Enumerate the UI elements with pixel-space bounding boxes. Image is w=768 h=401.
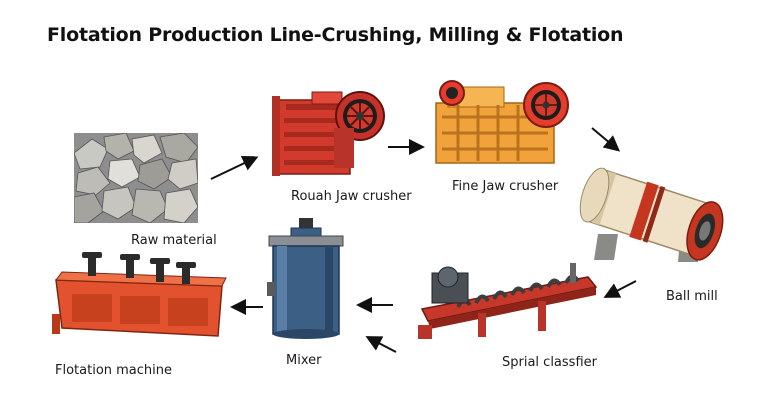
ore-pile-icon <box>74 133 198 223</box>
mixer-tank-icon <box>267 218 344 339</box>
arrow-ball-to-spiral <box>603 280 637 298</box>
arrow-fine-to-ball <box>591 127 621 152</box>
node-label-raw-material: Raw material <box>131 233 217 248</box>
arrow-spiral-to-mixer-lower <box>365 336 397 353</box>
node-label-spiral-classifier: Sprial classfier <box>502 355 597 370</box>
arrow-raw-to-rough <box>210 155 259 180</box>
node-label-mixer: Mixer <box>286 353 322 368</box>
fine-jaw-crusher-icon <box>435 80 569 164</box>
node-label-fine-jaw-crusher: Fine Jaw crusher <box>452 179 559 194</box>
node-label-flotation-machine: Flotation machine <box>55 363 173 378</box>
jaw-crusher-icon <box>272 91 385 176</box>
diagram-title: Flotation Production Line-Crushing, Mill… <box>47 24 624 46</box>
ball-mill-icon <box>579 167 724 262</box>
spiral-classifier-icon <box>418 263 598 339</box>
node-label-ball-mill: Ball mill <box>666 289 718 304</box>
flotation-machine-icon <box>52 252 227 337</box>
node-label-rough-jaw-crusher: Rouah Jaw crusher <box>291 189 412 204</box>
